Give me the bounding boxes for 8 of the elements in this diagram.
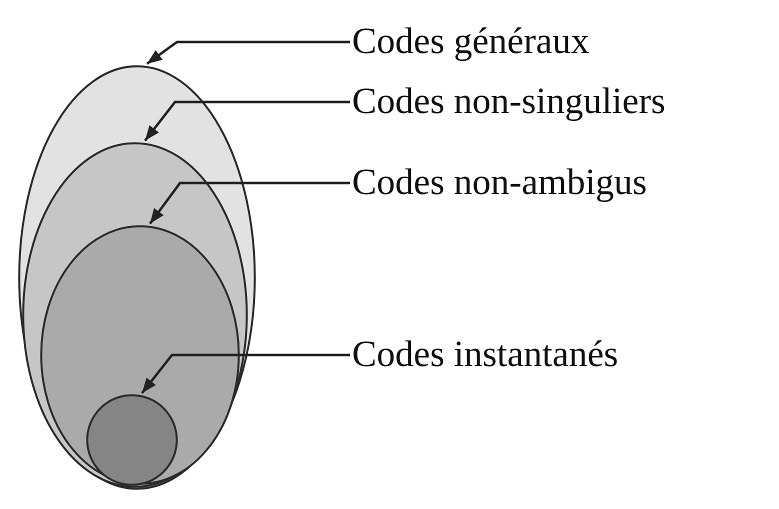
set-label: Codes non-singuliers [352, 81, 666, 123]
leader-arrow [141, 354, 350, 394]
set-label: Codes généraux [352, 21, 590, 63]
set-label: Codes instantanés [352, 334, 618, 376]
leader-arrow [146, 40, 350, 65]
set-label: Codes non-ambigus [352, 162, 647, 204]
leader-arrow [144, 100, 350, 142]
leader-arrow [149, 182, 350, 224]
